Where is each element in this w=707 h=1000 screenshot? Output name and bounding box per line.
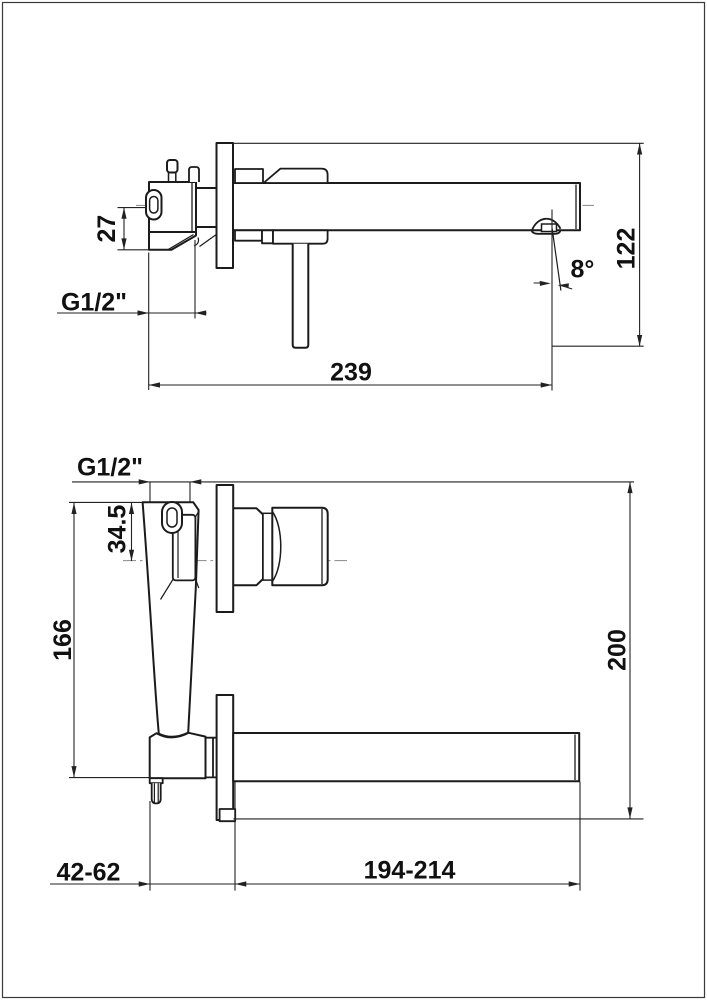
dim-bottom-lines: [50, 781, 581, 891]
arrowhead: [71, 766, 77, 778]
arrowhead: [138, 881, 150, 887]
dim-label-thread-front: G1/2": [77, 454, 143, 482]
valve-neck: [195, 187, 218, 228]
arrowhead: [137, 310, 149, 316]
collar-step: [261, 229, 274, 245]
dim-label-200: 200: [604, 629, 632, 671]
dim-label-27: 27: [93, 215, 121, 243]
dim-166-lines: [69, 502, 150, 779]
handle-slot-inner-front: [166, 507, 178, 528]
dim-label-thread: G1/2": [61, 289, 127, 317]
wall-plate-lower: [215, 694, 235, 821]
mounting-pin-lines: [153, 783, 159, 803]
dim-27-lines: [117, 207, 149, 251]
arrowhead: [190, 479, 202, 485]
arrowhead: [637, 143, 643, 155]
inlet-block-bevel: [167, 233, 194, 251]
arrowhead: [138, 479, 150, 485]
arrowhead: [121, 238, 127, 250]
arrowhead: [121, 207, 127, 219]
arrowhead: [627, 807, 633, 819]
aerator-lip: [530, 229, 562, 235]
spout-connector: [204, 736, 217, 779]
mounting-pin: [150, 783, 162, 805]
arrowhead: [568, 881, 580, 887]
spout-front: [232, 732, 581, 783]
arrowhead: [71, 502, 77, 514]
housing-drum: [271, 506, 329, 587]
spout-tube: [232, 182, 581, 232]
handle-lever-side: [291, 243, 310, 349]
housing-drum-arc: [271, 511, 282, 582]
aerator-insert: [540, 223, 558, 233]
arrowhead: [539, 280, 551, 286]
arrowhead: [637, 335, 643, 347]
arrowhead: [627, 481, 633, 494]
arrowhead: [195, 310, 207, 316]
collar-bottom-a: [234, 229, 263, 242]
dim-label-239: 239: [330, 359, 372, 387]
pivot-block: [148, 731, 207, 780]
wall-plate-upper: [215, 484, 235, 613]
dim-thread-lines: [57, 240, 207, 390]
arrowhead: [557, 283, 569, 289]
cartridge-cover-bevels: [159, 506, 200, 600]
inlet-pipe-stem: [167, 172, 177, 182]
wall-sleeve-step: [218, 808, 237, 823]
dim-label-166: 166: [49, 619, 77, 661]
dim-thread-front-lines: [72, 481, 634, 502]
angle-arrow-tails: [533, 282, 573, 290]
collar-top-b: [262, 167, 329, 184]
angle-ray: [551, 228, 562, 291]
collar-top-a: [234, 168, 264, 184]
housing-narrow: [232, 507, 264, 587]
wall-plate: [215, 142, 234, 269]
arrowhead: [128, 549, 135, 561]
arrowhead: [235, 881, 247, 887]
top-stub: [188, 166, 200, 182]
dim-122-lines: [233, 142, 644, 347]
inlet-block: [148, 231, 197, 251]
dim-200-lines: [233, 481, 644, 820]
dim-label-122: 122: [613, 228, 641, 270]
collar-bottom-b: [272, 229, 329, 245]
arrowhead: [148, 382, 160, 388]
dim-239-lines: [148, 209, 553, 391]
front-view: G1/2" 34.5 166 200 42-62 194-214: [49, 454, 644, 891]
inlet-pipe-cap: [166, 159, 179, 174]
dim-label-reach-range: 194-214: [364, 857, 456, 885]
dim-label-depth-range: 42-62: [57, 859, 121, 887]
arrowhead: [128, 502, 135, 514]
lever-base-bevel: [199, 233, 218, 247]
dim-label-34-5: 34.5: [104, 505, 132, 554]
handle-slot-inner: [148, 195, 159, 214]
dim-label-angle: 8°: [571, 256, 595, 284]
aerator-arc: [531, 217, 562, 231]
pivot-notch: [148, 777, 164, 785]
side-view: 27 G1/2" 239 122 8°: [57, 142, 644, 391]
housing-neck: [262, 512, 274, 581]
arrowhead: [540, 382, 552, 388]
